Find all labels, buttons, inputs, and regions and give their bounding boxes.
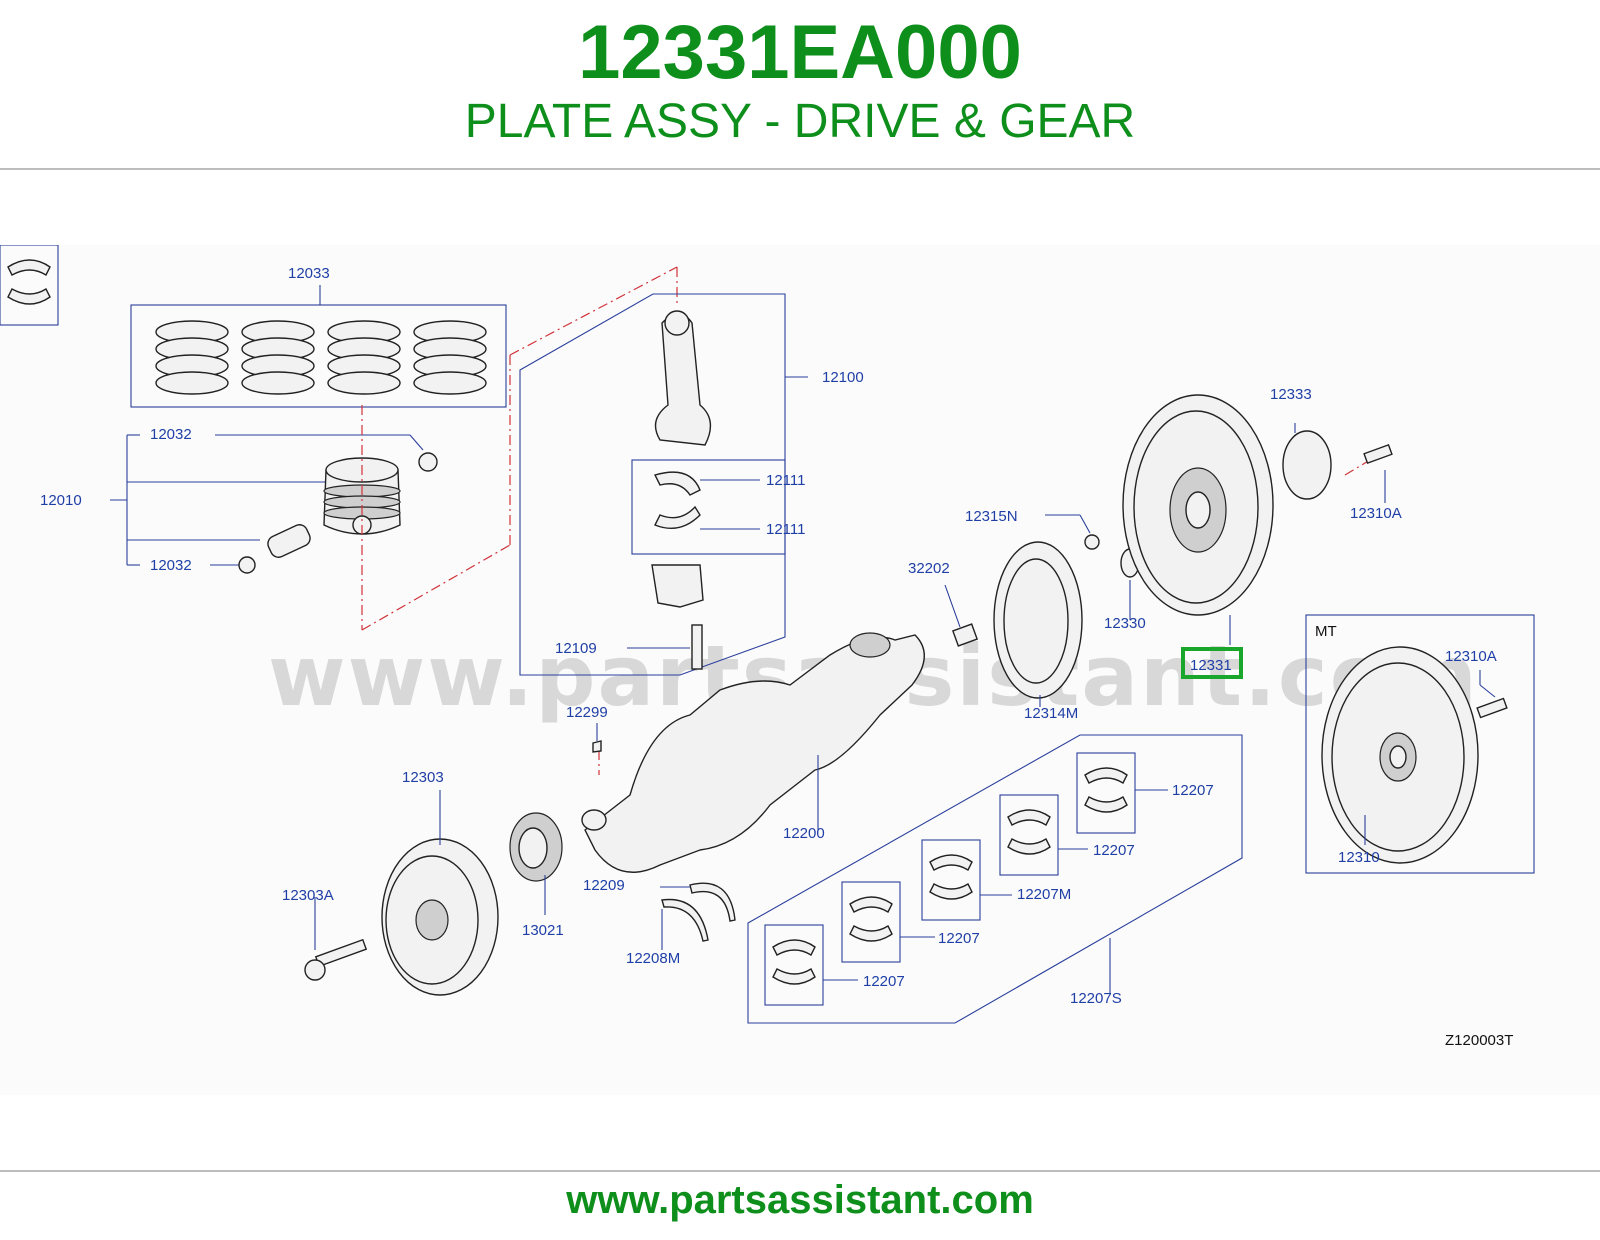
connecting-rod-drawing	[519, 293, 808, 676]
callout-12330[interactable]: 12330	[1104, 615, 1146, 632]
callout-12032-lower[interactable]: 12032	[150, 557, 192, 574]
main-bearings-drawing	[0, 245, 1243, 1024]
callout-12331-highlighted[interactable]: 12331	[1190, 657, 1232, 674]
drive-plate-drawing	[944, 394, 1393, 707]
mt-group-label: MT	[1315, 623, 1337, 640]
page-header: 12331EA000 PLATE ASSY - DRIVE & GEAR	[0, 0, 1600, 168]
callout-12333[interactable]: 12333	[1270, 386, 1312, 403]
footer-website-link[interactable]: www.partsassistant.com	[566, 1178, 1034, 1222]
callout-12207-4[interactable]: 12207	[863, 973, 905, 990]
piston-drawing	[110, 266, 678, 631]
crankshaft-drawing	[581, 632, 925, 873]
callout-12032-upper[interactable]: 12032	[150, 426, 192, 443]
callout-12207m[interactable]: 12207M	[1017, 886, 1071, 903]
callout-12109[interactable]: 12109	[555, 640, 597, 657]
callout-12303[interactable]: 12303	[402, 769, 444, 786]
header-divider	[0, 168, 1600, 170]
mt-flywheel-drawing	[1305, 614, 1535, 874]
callout-12200[interactable]: 12200	[783, 825, 825, 842]
parts-diagram: www.partsassistant.com	[0, 245, 1600, 1095]
callout-12299[interactable]: 12299	[566, 704, 608, 721]
callout-12033[interactable]: 12033	[288, 265, 330, 282]
diagram-code: Z120003T	[1445, 1032, 1513, 1049]
callout-12310[interactable]: 12310	[1338, 849, 1380, 866]
callout-12111-lower[interactable]: 12111	[766, 521, 806, 538]
callout-32202[interactable]: 32202	[908, 560, 950, 577]
callout-12303a[interactable]: 12303A	[282, 887, 334, 904]
callout-12310a-lower[interactable]: 12310A	[1445, 648, 1497, 665]
thrust-washer-drawing	[592, 723, 736, 950]
piston-rings-drawing	[130, 285, 507, 408]
callout-12315n[interactable]: 12315N	[965, 508, 1018, 525]
callout-12111-upper[interactable]: 12111	[766, 472, 806, 489]
footer-divider	[0, 1170, 1600, 1172]
callout-12314m[interactable]: 12314M	[1024, 705, 1078, 722]
callout-12310a-upper[interactable]: 12310A	[1350, 505, 1402, 522]
pulley-drawing	[304, 790, 563, 996]
callout-12207-1[interactable]: 12207	[1172, 782, 1214, 799]
callout-12208m[interactable]: 12208M	[626, 950, 680, 967]
highlight-box	[1181, 647, 1243, 679]
part-number-title: 12331EA000	[578, 10, 1022, 95]
callout-12207-3[interactable]: 12207	[938, 930, 980, 947]
callout-12010[interactable]: 12010	[40, 492, 82, 509]
callout-12207s[interactable]: 12207S	[1070, 990, 1122, 1007]
callout-13021[interactable]: 13021	[522, 922, 564, 939]
part-name-subtitle: PLATE ASSY - DRIVE & GEAR	[464, 95, 1136, 148]
callout-12100[interactable]: 12100	[822, 369, 864, 386]
callout-12209[interactable]: 12209	[583, 877, 625, 894]
callout-12207-2[interactable]: 12207	[1093, 842, 1135, 859]
